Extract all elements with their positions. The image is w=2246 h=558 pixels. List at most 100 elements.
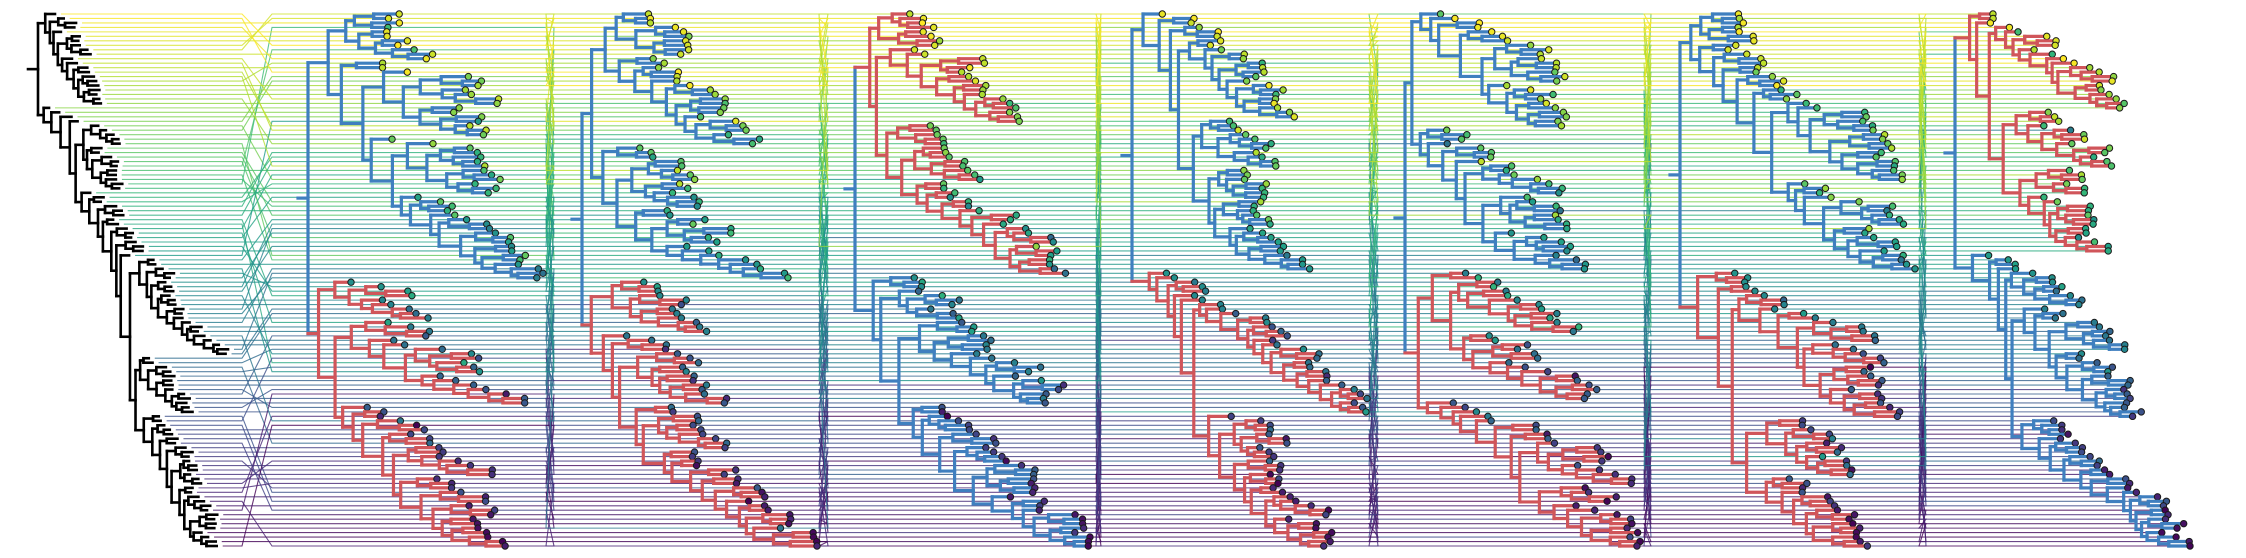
tip-marker — [2078, 175, 2086, 184]
tip-marker — [748, 139, 757, 148]
tip-marker — [975, 207, 983, 215]
tip-marker — [1752, 68, 1760, 76]
tip-connector-line — [702, 201, 1043, 261]
tip-marker — [2051, 314, 2060, 322]
tip-marker — [1502, 166, 1511, 175]
tip-marker — [954, 417, 963, 425]
tip-connector-line — [1289, 438, 1611, 516]
tip-marker — [671, 23, 680, 32]
tip-marker — [2107, 162, 2116, 170]
tip-connector-line — [1855, 523, 2183, 547]
tip-marker — [1246, 224, 1254, 233]
tip-marker — [756, 265, 765, 273]
tip-connector-line — [1543, 53, 1885, 149]
tip-marker — [724, 131, 733, 139]
tip-marker — [720, 470, 728, 479]
tip-marker — [1322, 511, 1330, 519]
tip-marker — [455, 104, 463, 112]
tip-marker — [1262, 180, 1270, 188]
tip-marker — [1029, 488, 1037, 497]
tip-connector-line — [925, 22, 1212, 33]
tip-marker — [1273, 104, 1282, 112]
tip-connector-line — [1840, 509, 2183, 543]
tip-connector-line — [818, 487, 1028, 547]
tip-marker — [1551, 68, 1559, 76]
tip-marker — [1263, 318, 1271, 327]
tip-marker — [978, 90, 986, 99]
tip-marker — [1561, 72, 1569, 81]
tip-connector-line — [1530, 344, 1800, 484]
tip-marker — [702, 327, 711, 336]
tip-marker — [2108, 77, 2116, 85]
tip-marker — [1187, 19, 1195, 27]
tip-connector-line — [1863, 473, 2103, 543]
tip-marker — [968, 327, 976, 336]
tip-marker — [1544, 435, 1552, 443]
tip-connector-line — [1042, 496, 1284, 511]
tip-marker — [1494, 278, 1502, 286]
tip-marker — [1265, 457, 1274, 465]
tip-marker — [484, 533, 492, 541]
tip-marker — [1532, 426, 1540, 434]
tip-connector-line — [1581, 111, 1858, 328]
tip-connector-line — [1835, 308, 2038, 440]
tip-marker — [964, 202, 973, 210]
tip-marker — [1234, 126, 1242, 134]
tip-marker — [695, 323, 704, 331]
tip-marker — [2101, 148, 2109, 157]
tip-marker — [1735, 28, 1743, 36]
tip-marker — [2071, 439, 2079, 447]
tip-marker — [1035, 506, 1043, 514]
tip-marker — [1521, 363, 1529, 371]
tip-connector-line — [1326, 473, 1609, 547]
tip-marker — [1828, 435, 1837, 443]
tip-marker — [2077, 448, 2086, 456]
tip-connector-line — [179, 272, 375, 288]
tip-marker — [1782, 95, 1791, 103]
tip-marker — [424, 314, 432, 322]
tip-marker — [1049, 238, 1057, 246]
tree-panel-8 — [1943, 10, 2194, 550]
tip-marker — [906, 10, 914, 18]
tip-connector-line — [1005, 58, 1237, 100]
tip-connector-line — [1314, 482, 1625, 507]
tip-connector-line — [1805, 420, 2055, 426]
tip-marker — [1320, 542, 1328, 550]
tip-marker — [929, 23, 938, 32]
tip-connector-line — [209, 500, 499, 547]
tip-marker — [467, 350, 476, 358]
tip-marker — [689, 376, 697, 385]
tip-marker — [2090, 238, 2099, 246]
tip-connector-line — [128, 26, 381, 185]
tip-marker — [1724, 46, 1732, 54]
tip-marker — [673, 350, 682, 358]
tip-marker — [661, 345, 670, 353]
tip-connector-line — [1482, 22, 1733, 33]
tip-connector-line — [767, 496, 1033, 511]
tip-connector-line — [77, 58, 492, 100]
tip-connector-line — [1528, 353, 1857, 368]
tip-connector-line — [672, 214, 1035, 382]
tip-marker — [711, 90, 719, 99]
tip-connector-line — [412, 308, 698, 395]
tip-marker — [764, 506, 772, 514]
tip-marker — [1545, 46, 1553, 54]
tip-connector-line — [1741, 13, 2003, 28]
tip-connector-line — [1590, 393, 1783, 480]
tip-connector-line — [728, 447, 1033, 507]
tip-connector-line — [971, 76, 1250, 154]
tip-marker — [474, 354, 483, 362]
tip-marker — [395, 19, 404, 27]
tip-marker — [1546, 314, 1554, 322]
tip-connector-line — [1271, 31, 1485, 87]
tip-marker — [1815, 189, 1824, 197]
tip-marker — [376, 412, 384, 421]
tip-marker — [690, 193, 698, 201]
tip-marker — [1241, 131, 1250, 139]
tip-marker — [2066, 291, 2075, 300]
tip-marker — [1006, 215, 1015, 224]
tip-connector-line — [1885, 89, 2094, 140]
tip-marker — [1623, 524, 1631, 532]
tip-connector-line — [1283, 201, 1526, 252]
tip-marker — [1285, 515, 1293, 523]
